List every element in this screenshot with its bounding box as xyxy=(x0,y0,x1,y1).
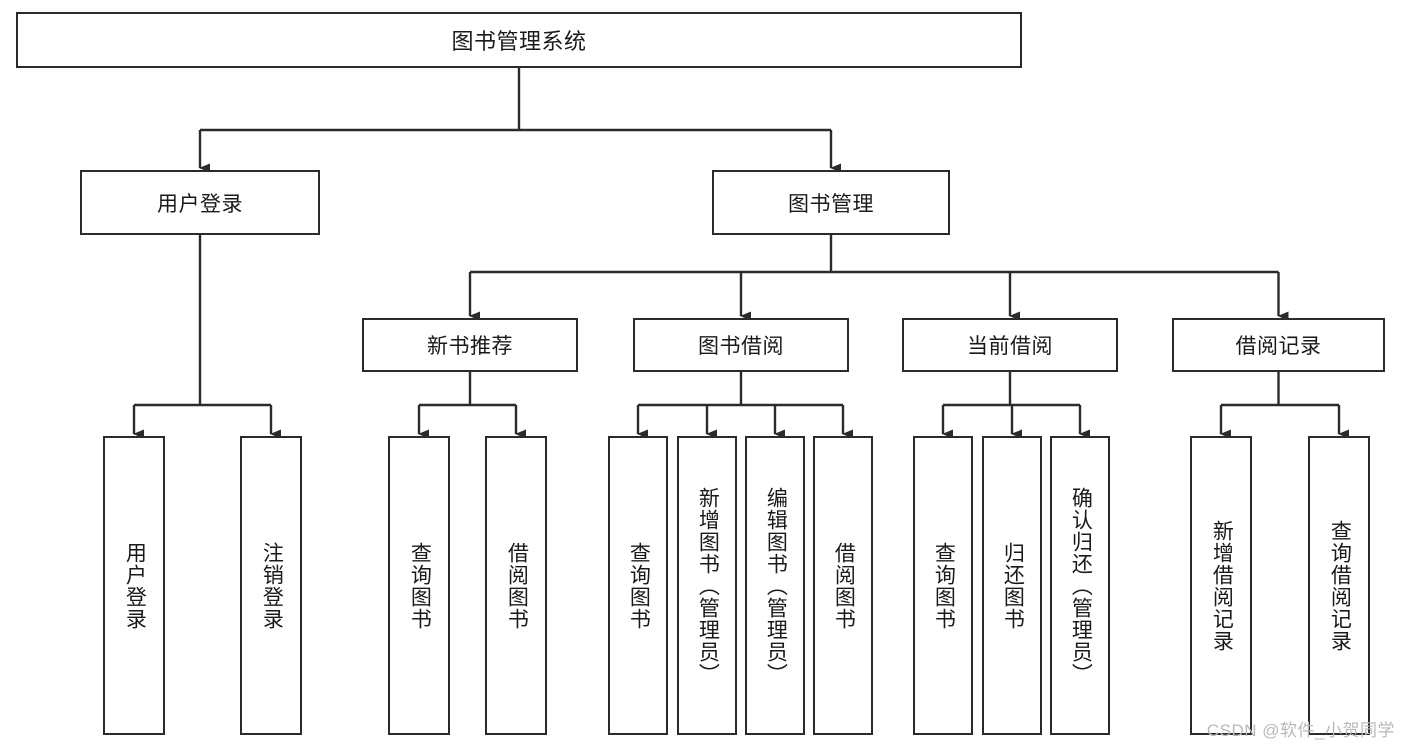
node-user-login[interactable]: 用户登录 xyxy=(80,170,320,235)
node-label: 查询图书 xyxy=(932,541,956,630)
node-borrow-record[interactable]: 借阅记录 xyxy=(1172,318,1385,372)
watermark-text: CSDN @软件_小贺同学 xyxy=(1206,721,1395,740)
node-book-borrow[interactable]: 图书借阅 xyxy=(633,318,849,372)
node-leaf-return-book[interactable]: 归还图书 xyxy=(982,436,1042,735)
node-leaf-user-login[interactable]: 用户登录 xyxy=(103,436,165,735)
node-label: 新书推荐 xyxy=(427,335,513,358)
node-label: 图书借阅 xyxy=(698,335,784,358)
node-book-manage[interactable]: 图书管理 xyxy=(712,170,950,235)
node-label: 当前借阅 xyxy=(967,335,1053,358)
node-label: 注销登录 xyxy=(260,541,284,630)
node-current-borrow[interactable]: 当前借阅 xyxy=(902,318,1118,372)
node-label: 图书管理系统 xyxy=(451,29,587,54)
node-root[interactable]: 图书管理系统 xyxy=(16,12,1022,68)
node-leaf-query-book-3[interactable]: 查询图书 xyxy=(913,436,973,735)
node-label: 归还图书 xyxy=(1001,541,1025,630)
node-leaf-query-book-2[interactable]: 查询图书 xyxy=(608,436,668,735)
node-label: 查询图书 xyxy=(408,541,432,630)
node-leaf-query-book-1[interactable]: 查询图书 xyxy=(388,436,450,735)
node-leaf-edit-book[interactable]: 编辑图书（管理员） xyxy=(745,436,805,735)
node-leaf-borrow-book-2[interactable]: 借阅图书 xyxy=(813,436,873,735)
node-label: 借阅图书 xyxy=(505,541,529,630)
node-leaf-logout[interactable]: 注销登录 xyxy=(240,436,302,735)
node-label: 借阅图书 xyxy=(832,541,856,630)
node-new-book-rec[interactable]: 新书推荐 xyxy=(362,318,578,372)
node-label: 查询图书 xyxy=(627,541,651,630)
node-label: 新增图书（管理员） xyxy=(696,486,720,685)
node-label: 编辑图书（管理员） xyxy=(764,486,788,685)
node-leaf-add-book[interactable]: 新增图书（管理员） xyxy=(677,436,737,735)
node-label: 用户登录 xyxy=(123,541,147,630)
node-leaf-add-record[interactable]: 新增借阅记录 xyxy=(1190,436,1252,735)
node-label: 图书管理 xyxy=(788,192,874,216)
node-leaf-borrow-book-1[interactable]: 借阅图书 xyxy=(485,436,547,735)
node-label: 查询借阅记录 xyxy=(1328,519,1352,652)
node-label: 借阅记录 xyxy=(1235,335,1322,358)
node-label: 用户登录 xyxy=(157,192,243,216)
node-leaf-confirm-return[interactable]: 确认归还（管理员） xyxy=(1050,436,1110,735)
node-label: 新增借阅记录 xyxy=(1210,519,1234,652)
node-label: 确认归还（管理员） xyxy=(1069,486,1093,685)
node-leaf-query-record[interactable]: 查询借阅记录 xyxy=(1308,436,1370,735)
